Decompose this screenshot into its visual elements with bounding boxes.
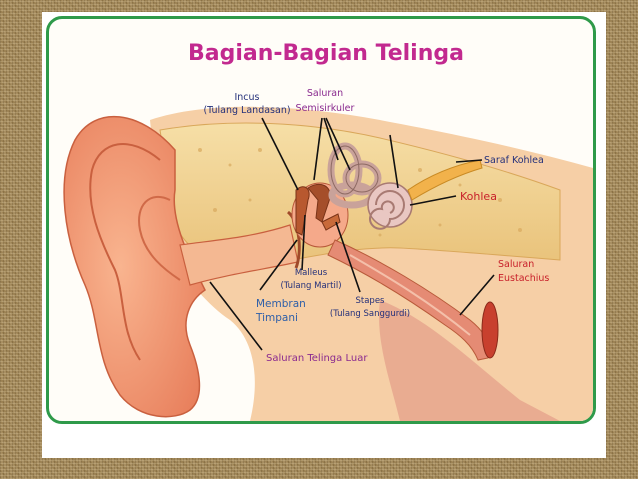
malleus-shape [295, 186, 310, 236]
label-incus-sub: (Tulang Landasan) [203, 105, 290, 116]
cochlea-shape [367, 182, 413, 230]
label-eustachius-sub: Eustachius [498, 273, 549, 284]
auricle [63, 115, 206, 418]
label-stapes: Stapes [356, 296, 386, 306]
label-malleus: Malleus [295, 268, 328, 278]
label-semisirkuler: Saluran [307, 88, 343, 99]
auricle-inner [138, 195, 181, 281]
stapes-shape [321, 213, 341, 231]
eustachian-tube-shape [327, 239, 490, 361]
label-semisirkuler-sub: Semisirkuler [296, 103, 355, 114]
pointer-lines [209, 117, 495, 351]
label-malleus-sub: (Tulang Martil) [280, 281, 341, 291]
label-saraf-kohlea: Saraf Kohlea [484, 155, 544, 166]
auricle-fold [89, 143, 161, 361]
label-eustachius: Saluran [498, 259, 534, 270]
label-membran-sub: Timpani [255, 312, 298, 324]
tympanic-membrane-shape [286, 210, 301, 269]
label-kohlea: Kohlea [460, 190, 497, 203]
cochlear-nerve-shape [407, 159, 483, 201]
page-title: Bagian-Bagian Telinga [188, 41, 464, 66]
label-stapes-sub: (Tulang Sanggurdi) [330, 309, 410, 319]
label-membran: Membran [256, 298, 306, 310]
muscle-mass [379, 300, 560, 421]
incus-shape [307, 183, 331, 223]
eustachian-opening [481, 301, 499, 359]
label-saluran-luar: Saluran Telinga Luar [266, 353, 368, 364]
label-incus: Incus [234, 92, 259, 103]
